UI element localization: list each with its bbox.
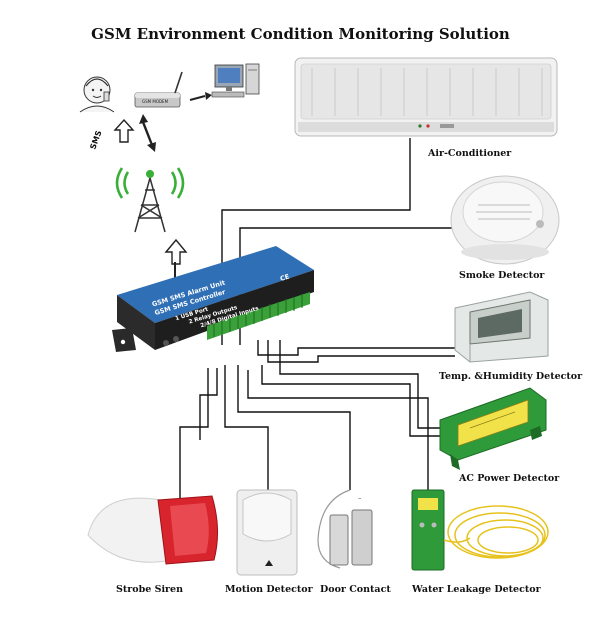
motion-detector-device (236, 489, 298, 576)
wire-water-leakage (247, 370, 429, 490)
arrow-double-icon (139, 114, 156, 152)
wire-motion-detector (224, 365, 269, 490)
gsm-controller: GSM SMS Alarm Unit GSM SMS Controller 1 … (112, 246, 314, 352)
temp-humidity-device (454, 291, 549, 363)
door-contact-label: Door Contact (320, 584, 391, 595)
wire-strobe-siren (179, 368, 209, 505)
user-icon (79, 76, 115, 113)
ac-power-device (439, 387, 547, 470)
gsm-modem-icon: GSM MODEM (134, 71, 183, 108)
water-leakage-device (411, 489, 549, 571)
wiring (179, 138, 470, 505)
smoke-detector-label: Smoke Detector (459, 270, 545, 281)
computer-icon (211, 63, 260, 98)
sms-label: SMS (88, 129, 103, 151)
air-conditioner-unit (294, 57, 558, 137)
diagram-title: GSM Environment Condition Monitoring Sol… (91, 25, 510, 43)
wire-temp-humidity (257, 340, 455, 356)
arrow-up-icon (113, 118, 135, 143)
wire-temp-humidity-2 (267, 340, 455, 363)
signal-tower-icon (115, 167, 185, 233)
arrow-right-icon (189, 92, 212, 101)
wire-strobe-siren-2 (199, 368, 218, 440)
ce-mark: CE (279, 273, 290, 283)
arrow-up-icon (164, 238, 188, 265)
wire-door-contact (237, 365, 351, 490)
air-conditioner-label: Air-Conditioner (428, 148, 512, 159)
modem-label: GSM MODEM (142, 99, 169, 104)
ac-power-label: AC Power Detector (459, 473, 560, 484)
door-contact-device: ~ (317, 489, 373, 569)
temp-humidity-label: Temp. &Humidity Detector (439, 371, 583, 382)
wire-ac-power-2 (261, 365, 440, 437)
strobe-siren-label: Strobe Siren (116, 584, 184, 595)
svg-text:~: ~ (358, 496, 361, 501)
motion-detector-label: Motion Detector (225, 584, 313, 595)
smoke-detector-device (450, 175, 560, 265)
wire-ac-power (279, 340, 440, 429)
strobe-siren-device (87, 495, 219, 565)
water-leakage-label: Water Leakage Detector (412, 584, 541, 595)
